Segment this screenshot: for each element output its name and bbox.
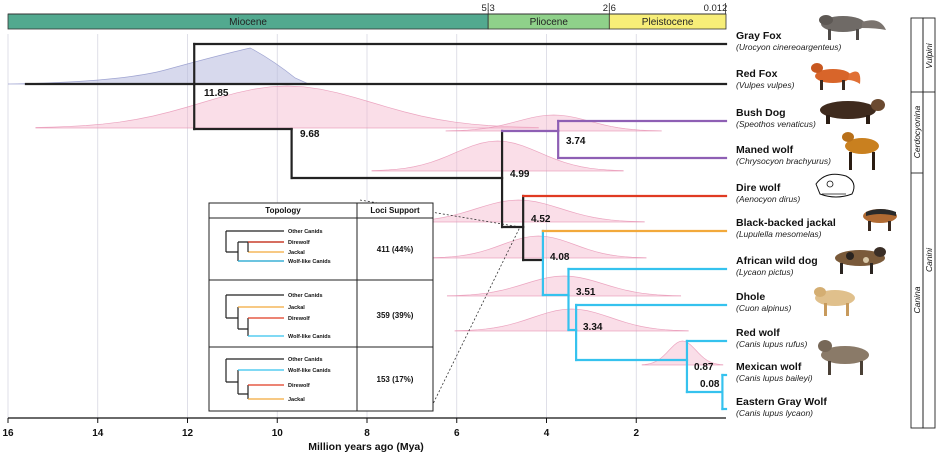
inset-header-topology: Topology	[265, 206, 301, 215]
taxon-latin: (Speothos venaticus)	[736, 119, 816, 129]
tick-label: 8	[364, 428, 370, 439]
tick-label: 14	[92, 428, 104, 439]
taxon-name: Bush Dog	[736, 107, 786, 119]
taxon-latin: (Vulpes vulpes)	[736, 80, 795, 90]
tick-label: 6	[454, 428, 460, 439]
age-density	[445, 114, 662, 132]
epoch-bar: Miocene Pliocene Pleistocene 5.3 2.6 0.0…	[7, 3, 728, 30]
inset-leaf: Wolf-like Canids	[288, 334, 331, 340]
age-density	[7, 47, 309, 85]
taxon-latin: (Cuon alpinus)	[736, 303, 791, 313]
inset-support: 153 (17%)	[377, 375, 414, 384]
age-density	[35, 85, 539, 129]
node-age-label: 4.08	[550, 252, 570, 263]
tick-label: 10	[272, 428, 284, 439]
clade-label-canini: Canini	[924, 247, 934, 272]
taxon-name: Red Fox	[736, 68, 778, 80]
inset-leaf: Wolf-like Canids	[288, 259, 331, 265]
taxon-name: Gray Fox	[736, 30, 782, 42]
inset-support: 359 (39%)	[377, 311, 414, 320]
clade-label-cerdocyonina: Cerdocyonina	[912, 106, 922, 159]
taxon-name: African wild dog	[736, 255, 818, 267]
tick-label: 4	[544, 428, 550, 439]
taxon-latin: (Urocyon cinereoargenteus)	[736, 42, 842, 52]
taxon-latin: (Canis lupus baileyi)	[736, 373, 813, 383]
mexican-wolf-illustration	[818, 340, 869, 375]
age-density	[371, 140, 624, 172]
african-wild-dog-illustration	[835, 247, 886, 274]
inset-leaf: Other Canids	[288, 357, 323, 363]
inset-row: Other Canids Jackal Direwolf Wolf-like C…	[225, 293, 414, 340]
taxon-name: Eastern Gray Wolf	[736, 396, 827, 408]
node-age-label: 11.85	[204, 88, 229, 99]
clade-brackets: Cerdocyonina Canina Vulpini Canini	[910, 17, 936, 429]
epoch-label-miocene: Miocene	[229, 17, 267, 28]
taxon-latin: (Canis lupus lycaon)	[736, 408, 813, 418]
inset-row: Other Canids Direwolf Jackal Wolf-like C…	[225, 229, 414, 265]
red-fox-illustration	[811, 63, 861, 90]
inset-connector-lines	[359, 199, 521, 411]
inset-support: 411 (44%)	[377, 245, 414, 254]
inset-leaf: Jackal	[288, 397, 305, 403]
node-age-label: 3.74	[566, 136, 586, 147]
node-age-label: 3.51	[576, 287, 596, 298]
inset-leaf: Wolf-like Canids	[288, 368, 331, 374]
taxon-latin: (Canis lupus rufus)	[736, 339, 808, 349]
inset-leaf: Direwolf	[288, 240, 310, 246]
node-age-label: 4.99	[510, 169, 530, 180]
epoch-boundary-label: 0.012	[704, 3, 728, 14]
maned-wolf-illustration	[842, 132, 879, 170]
inset-leaf: Other Canids	[288, 229, 323, 235]
taxon-name: Maned wolf	[736, 144, 794, 156]
dire-wolf-skull-illustration	[815, 173, 855, 198]
bush-dog-illustration	[820, 99, 885, 124]
time-axis: 16 14 12 10 8 6 4 2 Million years ago (M…	[2, 417, 726, 453]
taxon-latin: (Lupulella mesomelas)	[736, 229, 822, 239]
age-density	[446, 275, 682, 297]
tick-label: 16	[2, 428, 14, 439]
dhole-illustration	[814, 287, 855, 316]
black-backed-jackal-illustration	[863, 209, 897, 231]
epoch-label-pleistocene: Pleistocene	[642, 17, 694, 28]
tick-label: 2	[633, 428, 639, 439]
age-density	[454, 308, 689, 332]
taxon-latin: (Aenocyon dirus)	[736, 194, 800, 204]
node-age-label: 0.87	[694, 362, 714, 373]
topology-inset-table: Topology Loci Support Other Canids Direw…	[208, 202, 434, 412]
taxon-labels: Gray Fox (Urocyon cinereoargenteus) Red …	[736, 30, 842, 418]
taxon-name: Black-backed jackal	[736, 217, 836, 229]
inset-leaf: Direwolf	[288, 383, 310, 389]
inset-leaf: Jackal	[288, 250, 305, 256]
inset-row: Other Canids Wolf-like Canids Direwolf J…	[225, 357, 414, 403]
taxon-latin: (Lycaon pictus)	[736, 267, 794, 277]
tree-branches	[24, 42, 728, 411]
taxon-latin: (Chrysocyon brachyurus)	[736, 156, 831, 166]
node-age-label: 4.52	[531, 214, 551, 225]
clade-label-canina: Canina	[912, 286, 922, 313]
inset-header-support: Loci Support	[370, 206, 420, 215]
node-ages: 11.85 9.68 4.99 3.74 4.52 4.08 3.51 3.34…	[204, 88, 720, 390]
animal-illustrations	[811, 15, 897, 375]
node-age-label: 9.68	[300, 129, 320, 140]
gray-fox-illustration	[819, 15, 886, 40]
node-age-label: 0.08	[700, 379, 720, 390]
node-age-label: 3.34	[583, 322, 603, 333]
taxon-name: Mexican wolf	[736, 361, 802, 373]
epoch-label-pliocene: Pliocene	[530, 17, 569, 28]
age-density	[430, 235, 647, 259]
axis-title: Million years ago (Mya)	[308, 441, 424, 453]
inset-leaf: Direwolf	[288, 316, 310, 322]
inset-leaf: Jackal	[288, 305, 305, 311]
taxon-name: Red wolf	[736, 327, 780, 339]
taxon-name: Dire wolf	[736, 182, 781, 194]
tick-label: 12	[182, 428, 194, 439]
inset-leaf: Other Canids	[288, 293, 323, 299]
taxon-name: Dhole	[736, 291, 765, 303]
clade-label-vulpini: Vulpini	[924, 42, 934, 68]
